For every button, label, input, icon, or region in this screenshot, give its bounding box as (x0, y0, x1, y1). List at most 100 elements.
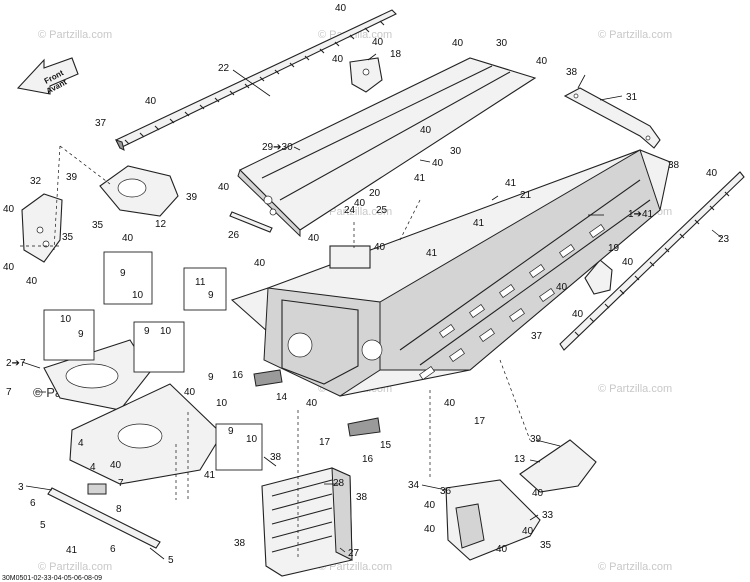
tunnel-slots (419, 224, 605, 380)
callout-10: 10 (160, 326, 172, 337)
callout-38: 38 (234, 538, 246, 549)
guide-lines (20, 145, 531, 560)
callout-34: 34 (408, 480, 420, 491)
callout-10: 10 (246, 434, 258, 445)
callout-40: 40 (218, 182, 230, 193)
part-31-bracket (563, 87, 661, 149)
callout-38: 38 (270, 452, 282, 463)
box-10-9 (43, 309, 95, 361)
tunnel-frame (230, 149, 671, 397)
callout-9: 9 (228, 426, 234, 437)
callout-28: 28 (333, 478, 345, 489)
callouts: 40 22 40 37 18 40 40 40 30 40 38 31 38 4… (3, 3, 730, 566)
diagram-code: 30M0501-02-33-04-05-06-08-09 (2, 575, 102, 582)
part-29-top-panel (237, 57, 537, 238)
callout-12: 12 (155, 219, 167, 230)
callout-40: 40 (572, 309, 584, 320)
callout-14: 14 (276, 392, 288, 403)
part-22-rail-left (115, 9, 397, 151)
callout-40: 40 (374, 242, 386, 253)
part-18-bracket (349, 57, 383, 93)
callout-40: 40 (354, 198, 366, 209)
callout-41: 41 (473, 218, 485, 229)
callout-40: 40 (3, 262, 15, 273)
callout-17: 17 (319, 437, 331, 448)
callout-22: 22 (218, 63, 230, 74)
callout-23: 23 (718, 234, 730, 245)
callout-40: 40 (3, 204, 15, 215)
callout-40: 40 (184, 387, 196, 398)
callout-33: 33 (542, 510, 554, 521)
part-13-cover (519, 439, 597, 493)
watermark-1: © Partzilla.com (38, 29, 112, 41)
callout-40: 40 (556, 282, 568, 293)
callout-40: 40 (496, 544, 508, 555)
callout-7: 7 (6, 387, 12, 398)
callout-4: 4 (90, 462, 96, 473)
callout-31: 31 (626, 92, 638, 103)
part-36-33-bracket (445, 479, 541, 561)
part-14-clamp (253, 369, 283, 387)
callout-25: 25 (376, 205, 388, 216)
callout-40: 40 (254, 258, 266, 269)
part-12-cover (99, 165, 179, 217)
callout-39: 39 (66, 172, 78, 183)
callout-2-7: 2➔7 (6, 358, 26, 369)
part-32-bracket (21, 193, 63, 263)
callout-20: 20 (369, 188, 381, 199)
callout-9: 9 (208, 290, 214, 301)
part-4-lower-frame (69, 383, 223, 485)
callout-24: 24 (344, 205, 356, 216)
callout-17: 17 (474, 416, 486, 427)
callout-8: 8 (116, 504, 122, 515)
callout-7: 7 (118, 478, 124, 489)
watermark-3: © Partzilla.com (598, 29, 672, 41)
callout-41: 41 (414, 173, 426, 184)
box-9-10-a (103, 251, 153, 305)
part-2-7-front-frame (43, 339, 151, 411)
watermark-8: © Partzilla.com (38, 561, 112, 573)
callout-27: 27 (348, 548, 360, 559)
watermark-7: © Partzilla.com (598, 383, 672, 395)
callout-40: 40 (332, 54, 344, 65)
part-27-radiator (261, 467, 353, 577)
callout-38: 38 (566, 67, 578, 78)
watermark-4: © Partzilla.com (318, 206, 392, 218)
callout-9: 9 (120, 268, 126, 279)
callout-40: 40 (308, 233, 320, 244)
callout-40: 40 (122, 233, 134, 244)
part-26-bar (229, 211, 273, 233)
callout-40: 40 (536, 56, 548, 67)
callout-38: 38 (668, 160, 680, 171)
front-arrow: Front Avant (16, 57, 79, 96)
part-15-clamp (347, 417, 381, 437)
callout-1-41: 1➔41 (628, 209, 654, 220)
callout-30: 30 (450, 146, 462, 157)
callout-41: 41 (204, 470, 216, 481)
callout-38: 38 (356, 492, 368, 503)
callout-41: 41 (66, 545, 78, 556)
callout-21: 21 (520, 190, 532, 201)
callout-10: 10 (216, 398, 228, 409)
hardware-boxes (43, 251, 263, 471)
callout-41: 41 (426, 248, 438, 259)
callout-37: 37 (531, 331, 543, 342)
callout-9: 9 (144, 326, 150, 337)
callout-40: 40 (622, 257, 634, 268)
callout-6: 6 (110, 544, 116, 555)
callout-5: 5 (168, 555, 174, 566)
callout-40: 40 (306, 398, 318, 409)
callout-40: 40 (452, 38, 464, 49)
box-11-9 (183, 267, 227, 311)
callout-16: 16 (232, 370, 244, 381)
callout-40: 40 (424, 500, 436, 511)
callout-37: 37 (95, 118, 107, 129)
callout-5: 5 (40, 520, 46, 531)
callout-41: 41 (505, 178, 517, 189)
leader-lines (21, 53, 723, 560)
callout-35: 35 (62, 232, 74, 243)
callout-35: 35 (540, 540, 552, 551)
callout-4: 4 (78, 438, 84, 449)
callout-39: 39 (186, 192, 198, 203)
